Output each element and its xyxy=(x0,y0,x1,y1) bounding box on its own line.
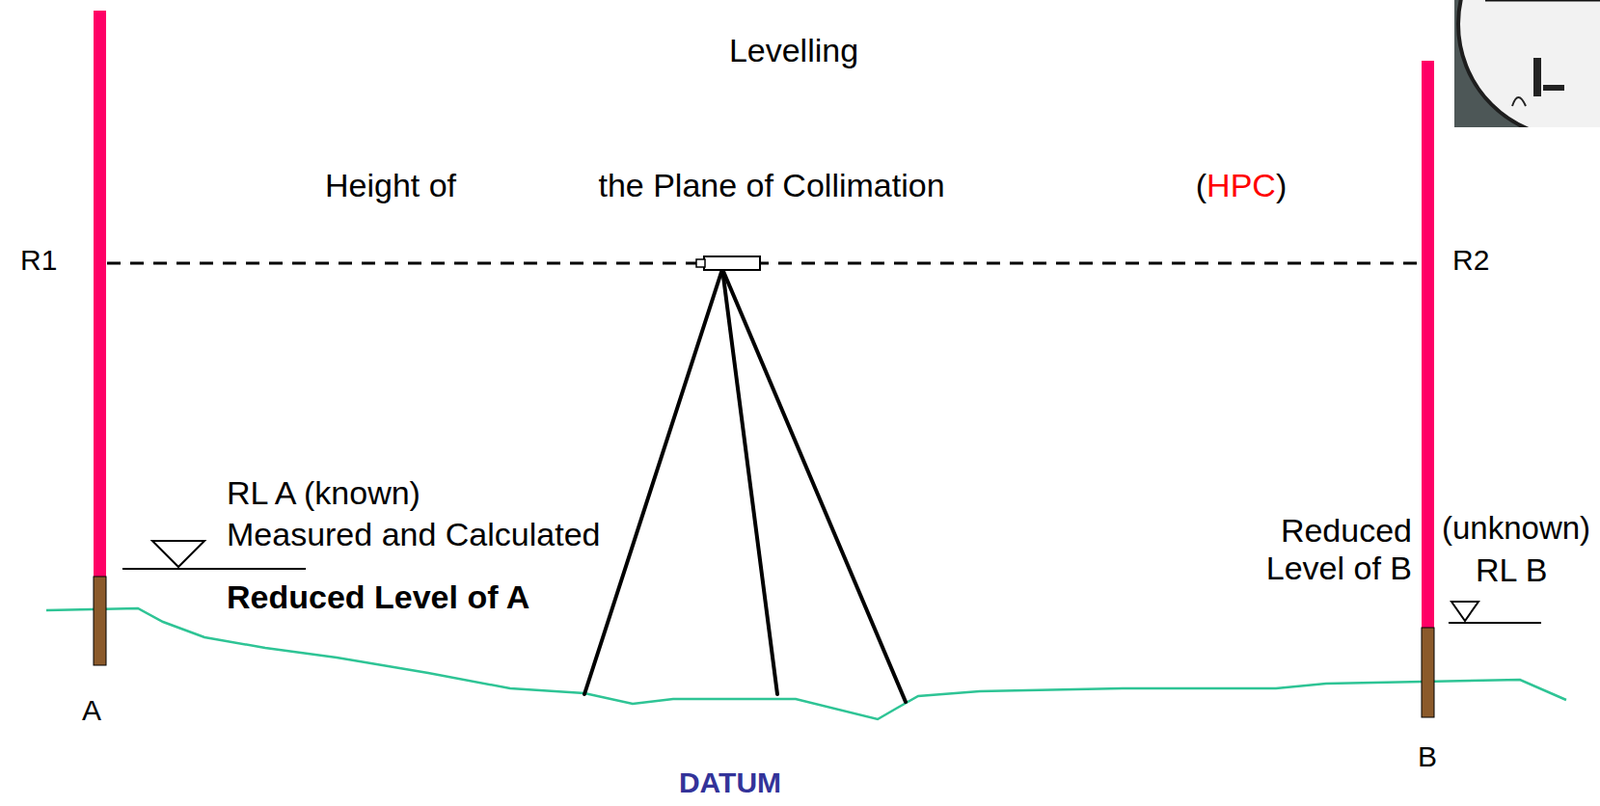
hpc-label: the Plane of Collimation xyxy=(597,166,945,205)
peg xyxy=(1421,627,1435,718)
level-note: Reduced Level of A xyxy=(226,578,530,617)
ground-line xyxy=(46,608,1567,720)
levelling-staff xyxy=(93,10,107,577)
level-note: (unknown) xyxy=(1441,510,1591,547)
datum-label: DATUM xyxy=(678,766,782,801)
staff-reading: R1 xyxy=(20,244,57,278)
staff-photo xyxy=(1454,0,1600,128)
diagram-title: Levelling xyxy=(729,31,859,70)
hpc-abbreviation: (HPC) xyxy=(1195,166,1287,205)
levelling-staff xyxy=(1421,60,1435,628)
point-label: B xyxy=(1417,740,1438,775)
level-eyepiece xyxy=(696,259,706,268)
hpc-label: Height of xyxy=(325,166,457,205)
level-symbol xyxy=(1448,622,1542,624)
level-symbol xyxy=(152,541,205,568)
peg xyxy=(93,576,107,666)
point-label: A xyxy=(81,694,102,729)
level-symbol xyxy=(122,568,306,570)
tripod xyxy=(584,269,906,703)
level-note: RL A (known) xyxy=(226,474,421,513)
staff-reading: R2 xyxy=(1452,244,1490,278)
level-note: RL B xyxy=(1475,551,1547,590)
level-note: Reduced Level of B xyxy=(1240,512,1412,588)
level-symbol xyxy=(1451,601,1479,622)
level-note: Measured and Calculated xyxy=(226,515,600,554)
level-instrument xyxy=(704,256,760,271)
collimation-line xyxy=(107,262,1419,266)
